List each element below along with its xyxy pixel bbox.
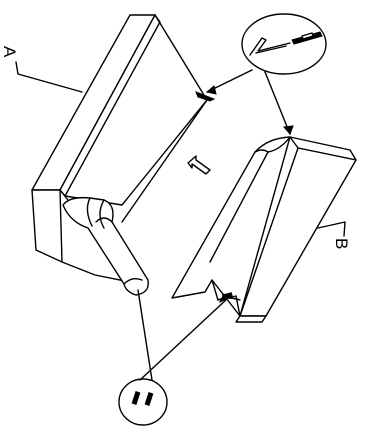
two-slots-detail-icon bbox=[131, 391, 154, 406]
part-a-roller bbox=[62, 196, 149, 296]
bottom-detail-callout bbox=[118, 289, 229, 426]
top-detail-callout bbox=[205, 13, 327, 135]
part-a-block bbox=[31, 14, 208, 283]
label-b: B bbox=[332, 238, 351, 249]
label-b-callout: B bbox=[317, 221, 351, 249]
part-a-clip-mark bbox=[195, 91, 216, 102]
label-a: A bbox=[0, 46, 19, 58]
pen-and-clip-detail-icon bbox=[249, 31, 323, 56]
label-a-callout: A bbox=[0, 46, 83, 93]
direction-arrow-icon bbox=[187, 155, 211, 175]
